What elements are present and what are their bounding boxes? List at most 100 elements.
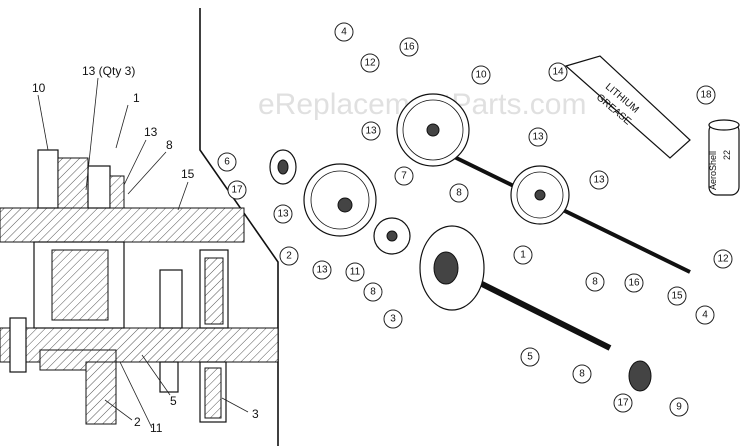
gear-2-section [85,361,117,425]
svg-text:17: 17 [617,398,629,409]
callout-13-a: 13 [361,121,381,141]
aeroshell-cap [708,119,740,131]
svg-text:7: 7 [401,171,407,182]
label-10: 10 [32,81,46,95]
callout-7: 7 [394,166,414,186]
svg-text:18: 18 [700,90,712,101]
gear-3-lower-hatch [204,367,222,419]
callout-12-top: 12 [360,53,380,73]
callout-8-b: 8 [363,282,383,302]
fork-section [159,269,183,329]
label-5: 5 [170,394,177,408]
callout-13-e: 13 [312,260,332,280]
bearing-section [87,165,111,209]
svg-text:17: 17 [231,185,243,196]
label-2: 2 [134,415,141,429]
callout-8-c: 8 [585,272,605,292]
callout-16-b: 16 [624,273,644,293]
svg-text:11: 11 [350,267,361,278]
svg-text:2: 2 [286,251,292,262]
aeroshell-text-1: AeroShell [708,151,718,190]
label-8: 8 [166,138,173,152]
svg-text:13: 13 [532,132,544,143]
bearing-17-lower [628,360,652,392]
callout-10: 10 [471,65,491,85]
aeroshell-text-2: 22 [722,150,732,160]
callout-16-top: 16 [399,37,419,57]
svg-text:5: 5 [527,352,533,363]
leader-13qty [85,77,99,191]
label-3: 3 [252,407,259,421]
callout-15: 15 [667,286,687,306]
svg-text:4: 4 [341,27,347,38]
callout-17-b: 17 [613,393,633,413]
callout-8-d: 8 [572,364,592,384]
shaft-lower [468,275,612,351]
label-13qty: 13 (Qty 3) [82,64,135,78]
svg-text:10: 10 [475,70,487,81]
leader-2 [104,399,133,421]
leader-13 [123,139,147,186]
gear-3-hatch [204,257,224,325]
gear-10-section [37,149,59,209]
gear-1-hub [534,189,546,201]
svg-text:8: 8 [370,287,376,298]
leader-3 [221,397,249,413]
gear-10-hub [426,123,440,137]
svg-text:16: 16 [628,278,640,289]
callout-4-top: 4 [334,22,354,42]
gear-1-section [57,157,89,209]
label-13: 13 [144,125,158,139]
label-1: 1 [133,91,140,105]
shaft-upper [439,148,691,274]
gear-11-hub [386,230,398,242]
callout-11: 11 [345,262,365,282]
svg-text:15: 15 [671,291,683,302]
svg-text:13: 13 [365,126,377,137]
callout-4-b: 4 [695,305,715,325]
svg-text:6: 6 [224,157,230,168]
gear-block-hatch [51,249,109,321]
callout-14: 14 [548,62,568,82]
collar-lower [159,361,179,393]
gear-2-inner [310,170,370,230]
svg-text:13: 13 [316,265,328,276]
gear-1-inner [516,171,564,219]
label-11: 11 [150,421,163,435]
svg-text:16: 16 [403,42,415,53]
leader-15 [177,181,189,211]
svg-text:8: 8 [456,188,462,199]
grease-tube [564,55,691,159]
svg-text:9: 9 [676,402,682,413]
callout-17-a: 17 [227,180,247,200]
callout-13-b: 13 [528,127,548,147]
callout-5: 5 [520,347,540,367]
callout-3: 3 [383,309,403,329]
callout-8-a: 8 [449,183,469,203]
callout-6: 6 [217,152,237,172]
svg-text:14: 14 [552,67,564,78]
upper-shaft [0,207,245,243]
exploded-view: LITHIUM GREASE AeroShell 22 4 16 12 10 1… [217,22,740,417]
callout-2: 2 [279,246,299,266]
leader-8 [127,151,167,195]
leader-11 [119,361,153,429]
gear-2-hub [337,197,353,213]
svg-text:4: 4 [702,310,708,321]
leader-1 [115,104,129,149]
svg-text:12: 12 [717,254,729,265]
bearing-lower [9,317,27,373]
callout-13-d: 13 [273,204,293,224]
svg-text:13: 13 [593,175,605,186]
gear-10-inner [402,99,464,161]
callout-1: 1 [513,245,533,265]
svg-text:8: 8 [579,369,585,380]
svg-text:3: 3 [390,314,396,325]
leader-5 [141,354,171,396]
section-view: 10 13 (Qty 3) 1 13 8 15 2 11 5 3 [0,8,279,446]
leader-10 [37,94,49,151]
svg-text:13: 13 [277,209,289,220]
callout-18: 18 [696,85,716,105]
callout-9: 9 [669,397,689,417]
